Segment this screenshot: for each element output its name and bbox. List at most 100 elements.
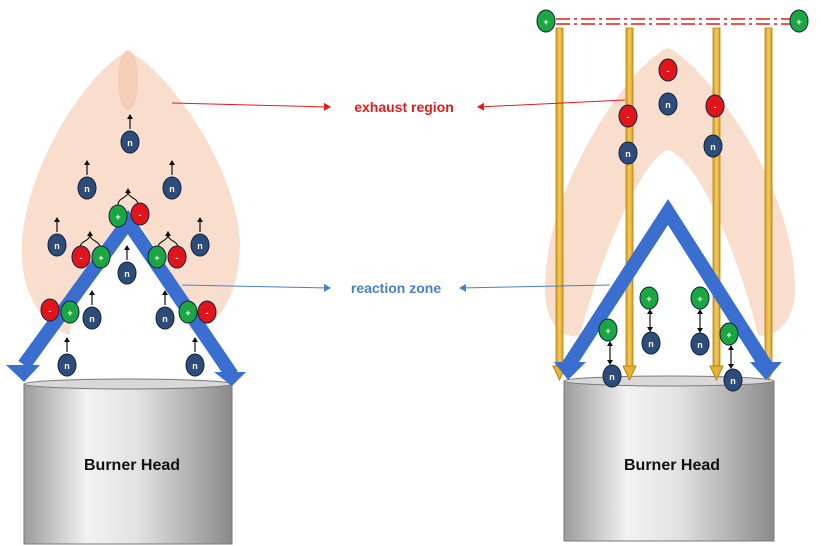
neutral-particle: n (690, 332, 710, 356)
positive-ion: + (639, 286, 659, 310)
svg-text:+: + (67, 308, 72, 318)
svg-text:n: n (609, 372, 615, 382)
positive-ion: + (91, 245, 111, 269)
negative-ion: - (40, 298, 60, 322)
double-arrow-icon (728, 345, 734, 369)
left-reaction-chevron (6, 209, 246, 386)
svg-text:n: n (710, 142, 716, 152)
positive-ion: + (178, 300, 198, 324)
svg-text:-: - (80, 253, 83, 263)
neutral-particle: n (117, 261, 137, 285)
svg-text:+: + (185, 308, 190, 318)
svg-text:+: + (646, 294, 651, 304)
up-arrow-icon (124, 245, 130, 260)
positive-ion: + (108, 204, 128, 228)
up-arrow-icon (54, 217, 60, 232)
neutral-particle: n (190, 233, 210, 257)
positive-ion: + (536, 9, 556, 33)
up-arrow-icon (127, 114, 133, 129)
neutral-particle: n (57, 353, 77, 377)
up-arrow-icon (169, 160, 175, 175)
svg-text:-: - (206, 308, 209, 318)
neutral-particle: n (155, 306, 175, 330)
neutral-particle: n (618, 141, 638, 165)
svg-text:+: + (115, 212, 120, 222)
svg-text:+: + (726, 330, 731, 340)
svg-text:n: n (127, 138, 133, 148)
right-flame (545, 48, 795, 337)
negative-ion: - (71, 245, 91, 269)
negative-ion: - (130, 202, 150, 226)
neutral-particle: n (641, 331, 661, 355)
positive-ion: + (690, 286, 710, 310)
svg-text:+: + (796, 17, 801, 27)
reaction-pointer-left (181, 283, 331, 292)
positive-ion: + (60, 300, 80, 324)
svg-text:n: n (89, 314, 95, 324)
positive-ion: + (789, 9, 809, 33)
neutral-particle: n (162, 176, 182, 200)
field-line (556, 18, 795, 25)
negative-ion: - (197, 300, 217, 324)
up-arrow-icon (162, 290, 168, 305)
svg-text:-: - (627, 112, 630, 122)
svg-text:+: + (605, 326, 610, 336)
svg-text:n: n (648, 339, 654, 349)
neutral-particle: n (120, 130, 140, 154)
neutral-particle: n (703, 134, 723, 158)
left-burner-label: Burner Head (84, 457, 180, 474)
exhaust-region-label: exhaust region (354, 99, 454, 115)
exhaust-pointer-left (171, 102, 331, 111)
up-arrow-icon (192, 337, 198, 352)
svg-text:n: n (625, 149, 631, 159)
svg-text:n: n (730, 376, 736, 386)
double-arrow-icon (697, 309, 703, 333)
neutral-particle: n (185, 353, 205, 377)
reaction-pointer-right (459, 283, 611, 292)
up-arrow-icon (84, 160, 90, 175)
svg-text:n: n (665, 100, 671, 110)
right-reaction-chevron (554, 199, 782, 380)
svg-text:-: - (176, 253, 179, 263)
positive-ion: + (598, 318, 618, 342)
up-arrow-icon (64, 337, 70, 352)
negative-ion: - (658, 58, 678, 82)
svg-text:n: n (162, 314, 168, 324)
exhaust-pointer-right (477, 99, 626, 111)
svg-text:n: n (697, 340, 703, 350)
svg-text:-: - (667, 66, 670, 76)
right-electrodes (552, 27, 776, 382)
neutral-particle: n (47, 233, 67, 257)
neutral-particle: n (723, 368, 743, 392)
neutral-particle: n (77, 176, 97, 200)
double-arrow-icon (647, 309, 653, 332)
right-burner-label: Burner Head (624, 457, 720, 474)
left-burner-head: Burner Head (23, 378, 233, 545)
positive-ion: + (147, 245, 167, 269)
up-arrow-icon (89, 290, 95, 305)
svg-text:n: n (169, 184, 175, 194)
svg-text:-: - (49, 306, 52, 316)
svg-text:-: - (139, 210, 142, 220)
svg-text:+: + (697, 294, 702, 304)
reaction-zone-label: reaction zone (351, 280, 441, 296)
svg-text:n: n (197, 241, 203, 251)
svg-text:+: + (98, 253, 103, 263)
double-arrow-icon (607, 341, 613, 365)
svg-text:n: n (54, 241, 60, 251)
negative-ion: - (705, 94, 725, 118)
svg-text:n: n (124, 269, 130, 279)
neutral-particle: n (658, 92, 678, 116)
negative-ion: - (167, 245, 187, 269)
svg-text:n: n (84, 184, 90, 194)
svg-text:n: n (192, 361, 198, 371)
svg-text:-: - (714, 102, 717, 112)
positive-ion: + (719, 322, 739, 346)
up-arrow-icon (197, 217, 203, 232)
svg-text:+: + (543, 17, 548, 27)
neutral-particle: n (82, 306, 102, 330)
negative-ion: - (618, 104, 638, 128)
right-burner-head: Burner Head (563, 375, 775, 542)
